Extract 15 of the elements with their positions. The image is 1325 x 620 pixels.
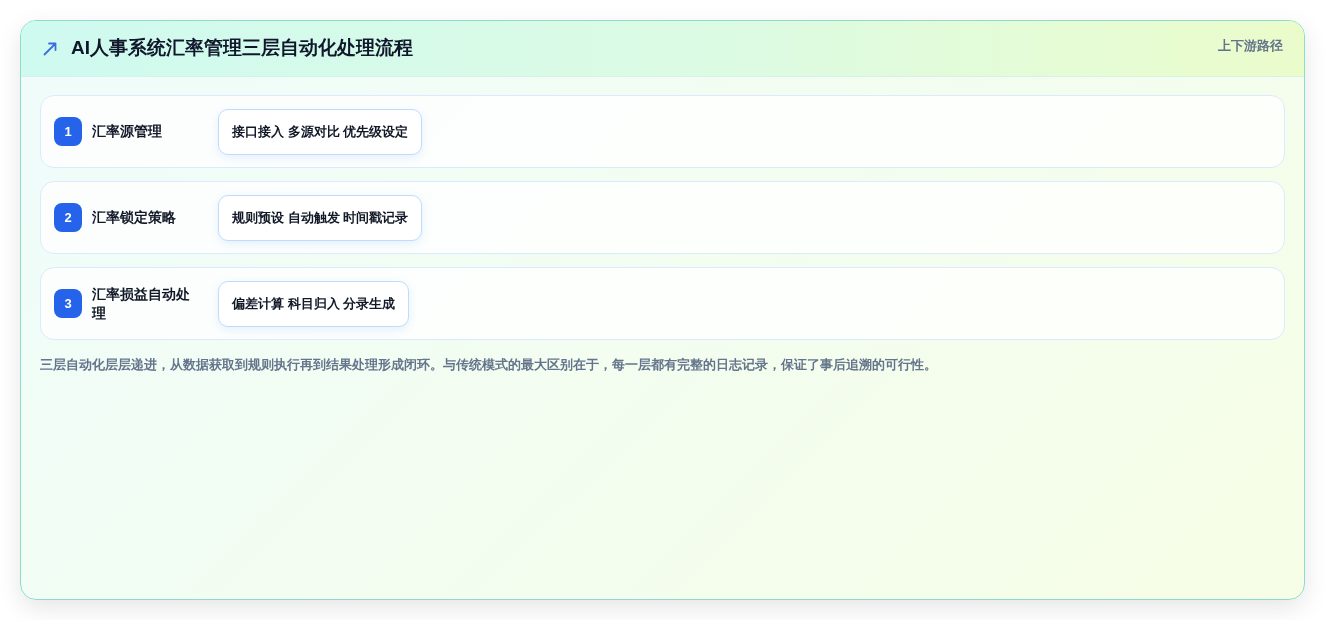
step-card	[40, 181, 1285, 254]
step-number-badge: 1	[54, 117, 82, 146]
step-tags: 接口接入 多源对比 优先级设定	[218, 108, 423, 155]
footnote-text: 三层自动化层层递进，从数据获取到规则执行再到结果处理形成闭环。与传统模式的最大区别在于，每一层都有完整的日志记录，保证了事后追溯的可行性。	[40, 356, 938, 374]
step-number-badge: 2	[54, 203, 82, 232]
step-tags: 规则预设 自动触发 时间戳记录	[218, 194, 423, 241]
step-title: 汇率锁定策略	[92, 208, 177, 227]
diagram-title: AI人事系统汇率管理三层自动化处理流程	[71, 36, 413, 61]
header-note: 上下游路径	[1218, 37, 1283, 55]
step-title: 汇率损益自动处理	[92, 284, 191, 323]
step-tags: 偏差计算 科目归入 分录生成	[218, 280, 410, 327]
step-number-badge: 3	[54, 289, 82, 318]
step-title: 汇率源管理	[92, 122, 163, 141]
step-card	[40, 95, 1285, 168]
step-card	[40, 267, 1285, 340]
